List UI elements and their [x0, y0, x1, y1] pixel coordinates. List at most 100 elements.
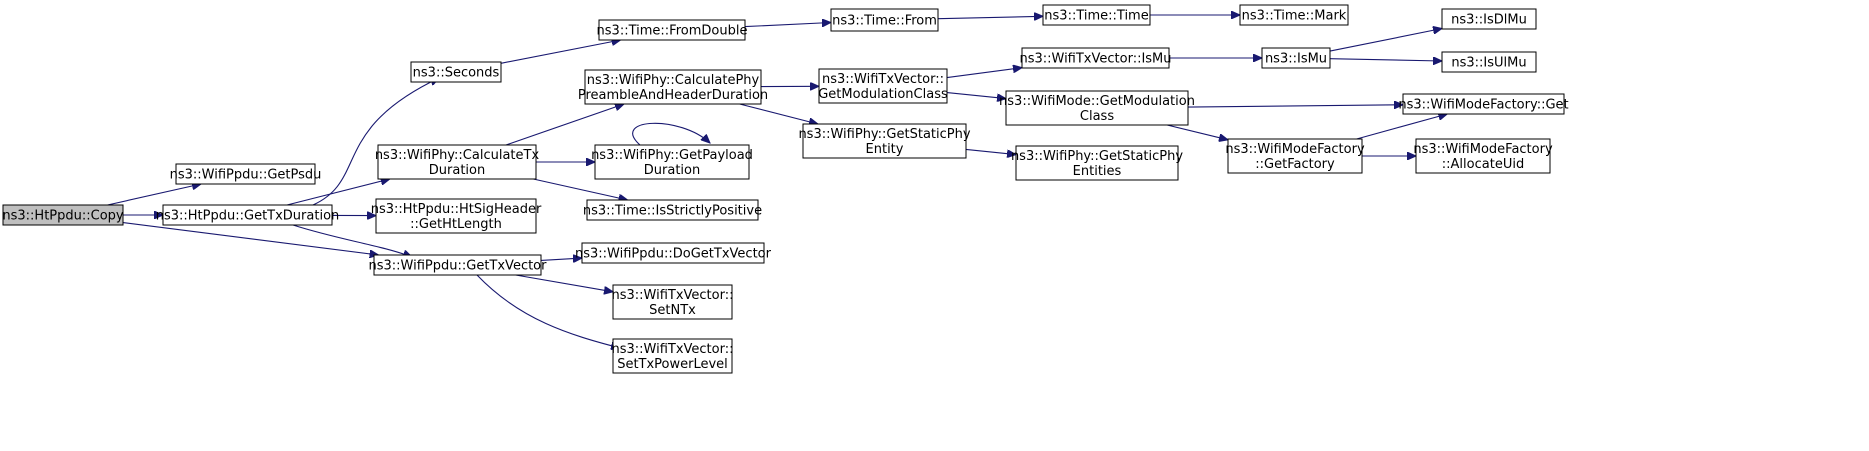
- node-txvecismu[interactable]: ns3::WifiTxVector::IsMu: [1019, 47, 1172, 69]
- node-label: ns3::HtPpdu::Copy: [2, 209, 124, 224]
- node-label: ns3::Seconds: [413, 66, 500, 81]
- edge-gettxvector-to-setntx: [515, 274, 613, 292]
- node-timemark[interactable]: ns3::Time::Mark: [1239, 4, 1349, 26]
- node-isdlmu[interactable]: ns3::IsDlMu: [1441, 8, 1537, 30]
- node-getfactory[interactable]: ns3::WifiModeFactory::GetFactory: [1225, 138, 1365, 174]
- node-box: [818, 68, 948, 104]
- edge-calctx-to-calcpre: [505, 104, 624, 146]
- nodes-layer: ns3::HtPpdu::Copyns3::WifiPpdu::GetPsdun…: [2, 4, 1569, 374]
- edge-modegetmod-to-getfactory: [1166, 124, 1228, 140]
- node-label: ns3::Time::IsStrictlyPositive: [583, 204, 762, 219]
- node-label: Duration: [644, 163, 700, 178]
- node-allocuid[interactable]: ns3::WifiModeFactory::AllocateUid: [1413, 138, 1553, 174]
- node-box: [1227, 138, 1363, 174]
- edge-getpayload-to-getpayload: [632, 122, 710, 146]
- node-box: [1042, 4, 1151, 26]
- node-label: ns3::WifiPhy::GetPayload: [591, 148, 753, 163]
- node-label: ns3::WifiPhy::CalculatePhy: [587, 73, 760, 88]
- node-label: ::AllocateUid: [1442, 157, 1524, 172]
- node-box: [410, 61, 502, 83]
- node-box: [375, 198, 537, 234]
- node-label: SetNTx: [649, 303, 696, 318]
- node-box: [1441, 8, 1537, 30]
- node-box: [802, 123, 967, 159]
- node-box: [584, 69, 762, 105]
- edge-getmodclass-to-txvecismu: [946, 68, 1022, 79]
- node-label: ns3::WifiPhy::GetStaticPhy: [798, 127, 970, 142]
- node-label: ns3::WifiPpdu::GetTxVector: [369, 259, 548, 274]
- edge-ismu-to-isulmu: [1329, 59, 1442, 61]
- edge-copy-to-gettxvector: [122, 222, 379, 255]
- node-gettxvector[interactable]: ns3::WifiPpdu::GetTxVector: [369, 254, 548, 276]
- node-factoryget[interactable]: ns3::WifiModeFactory::Get: [1398, 93, 1569, 115]
- node-label: ns3::Time::FromDouble: [597, 24, 748, 39]
- node-label: PreambleAndHeaderDuration: [578, 88, 768, 103]
- node-label: SetTxPowerLevel: [617, 357, 728, 372]
- node-label: ns3::IsUlMu: [1451, 56, 1526, 71]
- node-label: ns3::HtPpdu::HtSigHeader: [371, 202, 542, 217]
- node-box: [612, 338, 733, 374]
- edge-gettxduration-to-seconds: [312, 78, 439, 206]
- edge-copy-to-getpsdu: [107, 184, 202, 206]
- node-seconds[interactable]: ns3::Seconds: [410, 61, 502, 83]
- node-label: Class: [1080, 109, 1114, 124]
- node-label: Entities: [1073, 164, 1122, 179]
- node-box: [1021, 47, 1170, 69]
- node-isulmu[interactable]: ns3::IsUlMu: [1441, 51, 1537, 73]
- node-isstrictly[interactable]: ns3::Time::IsStrictlyPositive: [583, 199, 762, 221]
- node-box: [373, 254, 542, 276]
- node-copy[interactable]: ns3::HtPpdu::Copy: [2, 204, 124, 226]
- node-label: ::GetHtLength: [410, 217, 502, 232]
- node-label: ns3::HtPpdu::GetTxDuration: [156, 209, 340, 224]
- node-timetime[interactable]: ns3::Time::Time: [1042, 4, 1151, 26]
- node-box: [581, 242, 765, 264]
- node-calcpre[interactable]: ns3::WifiPhy::CalculatePhyPreambleAndHea…: [578, 69, 768, 105]
- node-box: [598, 19, 746, 41]
- node-label: GetModulationClass: [818, 87, 948, 102]
- node-gettxduration[interactable]: ns3::HtPpdu::GetTxDuration: [156, 204, 340, 226]
- node-timefrom[interactable]: ns3::Time::From: [830, 8, 939, 32]
- edge-gettxduration-to-calctx: [286, 179, 390, 206]
- node-label: ns3::Time::From: [832, 14, 937, 29]
- node-label: Duration: [429, 163, 485, 178]
- node-label: ns3::WifiTxVector::: [611, 342, 733, 357]
- node-ismu[interactable]: ns3::IsMu: [1261, 47, 1331, 69]
- node-label: ns3::WifiPpdu::GetPsdu: [170, 168, 322, 183]
- node-box: [1239, 4, 1349, 26]
- node-settxpower[interactable]: ns3::WifiTxVector::SetTxPowerLevel: [611, 338, 734, 374]
- edge-seconds-to-fromdouble: [500, 40, 621, 64]
- node-getmodclass[interactable]: ns3::WifiTxVector::GetModulationClass: [818, 68, 948, 104]
- node-modegetmod[interactable]: ns3::WifiMode::GetModulationClass: [999, 90, 1195, 126]
- node-box: [586, 199, 759, 221]
- edge-modegetmod-to-factoryget: [1187, 105, 1403, 107]
- node-box: [1005, 90, 1189, 126]
- node-dogettxvector[interactable]: ns3::WifiPpdu::DoGetTxVector: [575, 242, 772, 264]
- node-label: ns3::WifiPpdu::DoGetTxVector: [575, 247, 772, 262]
- edge-fromdouble-to-timefrom: [744, 23, 831, 28]
- edge-timefrom-to-timetime: [937, 16, 1043, 18]
- node-label: ns3::IsDlMu: [1451, 13, 1527, 28]
- node-gethtlength[interactable]: ns3::HtPpdu::HtSigHeader::GetHtLength: [371, 198, 542, 234]
- node-label: ns3::Time::Time: [1044, 9, 1148, 24]
- node-label: ns3::IsMu: [1265, 52, 1327, 67]
- node-box: [1015, 145, 1179, 181]
- node-fromdouble[interactable]: ns3::Time::FromDouble: [597, 19, 748, 41]
- edge-gettxvector-to-dogettxvector: [540, 258, 582, 260]
- node-label: ns3::WifiModeFactory::Get: [1398, 98, 1568, 113]
- node-box: [1415, 138, 1551, 174]
- node-label: ::GetFactory: [1255, 157, 1335, 172]
- node-box: [594, 144, 750, 180]
- node-getpsdu[interactable]: ns3::WifiPpdu::GetPsdu: [170, 163, 322, 185]
- node-setntx[interactable]: ns3::WifiTxVector::SetNTx: [611, 284, 734, 320]
- node-box: [1261, 47, 1331, 69]
- node-box: [2, 204, 124, 226]
- node-label: ns3::WifiTxVector::IsMu: [1019, 52, 1171, 67]
- node-label: ns3::Time::Mark: [1242, 9, 1347, 24]
- edge-calctx-to-isstrictly: [533, 178, 627, 200]
- edge-gettxduration-to-gettxvector: [292, 224, 412, 257]
